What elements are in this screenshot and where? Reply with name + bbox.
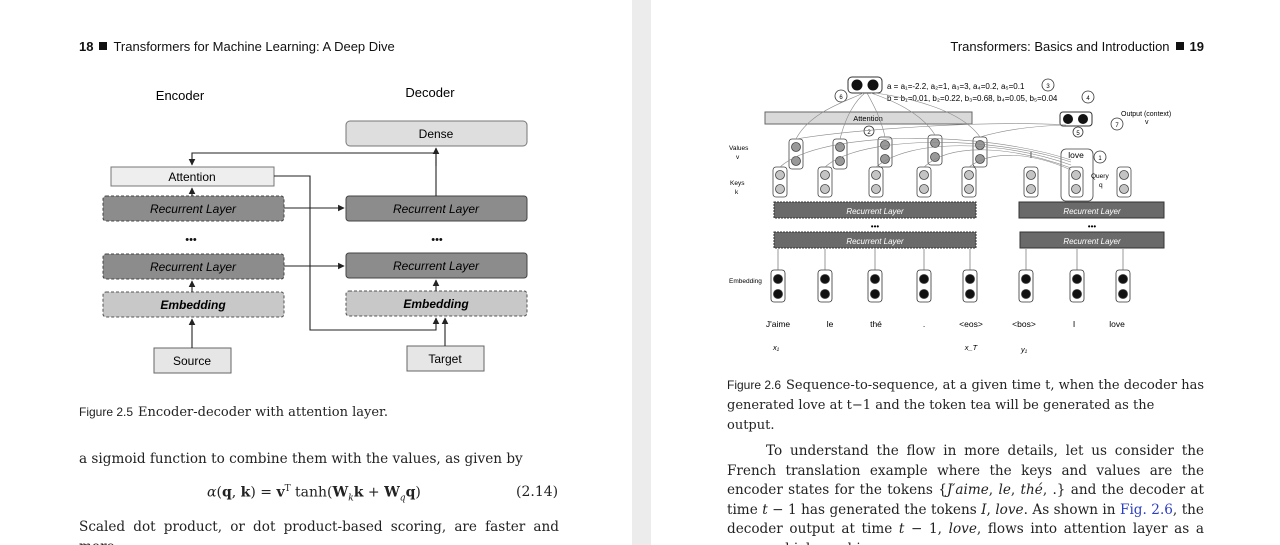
right-encoder-rnn-top-label: Recurrent Layer — [846, 207, 904, 216]
target-box — [406, 345, 485, 372]
right-decoder-rnn-top — [1018, 201, 1165, 219]
step-6: 6 — [839, 95, 843, 101]
right-page-header: Transformers: Basics and Introduction 19 — [950, 39, 1204, 54]
decoder-embedding-label: Embedding — [403, 297, 469, 311]
decoder-recurrent-layer-bottom-label: Recurrent Layer — [393, 259, 480, 273]
right-encoder-rnn-bottom-label: Recurrent Layer — [846, 237, 904, 246]
keys-symbol: k — [735, 189, 739, 196]
running-title: Transformers: Basics and Introduction — [950, 39, 1170, 54]
decoder-token-i: I — [1030, 151, 1032, 160]
decoder-recurrent-layer-bottom — [345, 252, 528, 279]
figure-2-5-caption: Figure 2.5 Encoder-decoder with attention… — [79, 402, 559, 423]
token-bos: <bos> — [1012, 319, 1036, 329]
token-eos: <eos> — [959, 319, 983, 329]
decoder-ellipsis: ••• — [431, 234, 443, 246]
a-values-line: a = a₁=-2.2, a₂=1, a₃=3, a₄=0.2, a₅=0.1 — [887, 82, 1025, 91]
source-label: Source — [173, 354, 211, 368]
figure-2-5-diagram: Encoder Decoder Dense Attention Recurren… — [102, 85, 528, 374]
token-the: thé — [870, 319, 882, 329]
right-decoder-rnn-bottom-label: Recurrent Layer — [1063, 237, 1121, 246]
step-1: 1 — [1098, 156, 1102, 162]
values-symbol: v — [736, 154, 740, 161]
decoder-token-love: love — [1068, 150, 1084, 160]
arrow-dense-attention — [188, 152, 437, 166]
encoder-recurrent-layer-top-label: Recurrent Layer — [150, 202, 237, 216]
step-7: 7 — [1115, 123, 1119, 129]
step-2: 2 — [867, 130, 871, 136]
right-decoder-rnn-top-label: Recurrent Layer — [1063, 207, 1121, 216]
embedding-label: Embedding — [729, 278, 762, 285]
figure-number: Figure 2.6 — [727, 378, 782, 392]
running-title: Transformers for Machine Learning: A Dee… — [113, 39, 395, 54]
query-symbol: q — [1099, 182, 1103, 189]
output-label: Output (context) — [1121, 111, 1171, 118]
paragraph-intro: a sigmoid function to combine them with … — [79, 451, 523, 467]
left-page: 18 Transformers for Machine Learning: A D… — [0, 0, 632, 545]
encoder-embedding-label: Embedding — [160, 298, 226, 312]
equation-number: (2.14) — [516, 484, 559, 500]
caption-text: Encoder-decoder with attention layer. — [138, 405, 388, 420]
paragraph-cut-line — [79, 537, 559, 545]
encoder-value-key-columns — [772, 134, 988, 198]
step-4: 4 — [1086, 96, 1090, 102]
page-number: 18 — [79, 39, 94, 54]
embedding-columns — [770, 269, 1131, 303]
step-1-top: 3 — [1046, 84, 1050, 90]
encoder-embedding — [102, 291, 285, 318]
arrow-attention-dec-embedding — [274, 175, 440, 331]
sub-label-y1: y₁ — [1020, 345, 1028, 354]
keys-label: Keys — [730, 180, 745, 187]
attention-label: Attention — [853, 114, 883, 123]
sub-label-xT: x_T — [964, 343, 979, 352]
values-label: Values — [729, 145, 749, 152]
equation-2-14: α(q, k) = vT tanh(Wkk + Wqq) — [207, 484, 421, 504]
paragraph-next: Scaled dot product, or dot product-based… — [79, 519, 559, 545]
attention-label: Attention — [168, 170, 215, 184]
encoder-recurrent-layer-bottom-label: Recurrent Layer — [150, 260, 237, 274]
right-decoder-rnn-bottom — [1019, 231, 1165, 249]
attention-connection-lines — [779, 92, 1072, 171]
b-values-line: b = b₁=0.01, b₂=0.22, b₃=0.68, b₄=0.05, … — [887, 94, 1058, 103]
encoder-recurrent-layer-top — [102, 195, 285, 222]
encoder-label: Encoder — [156, 88, 205, 103]
token-le: le — [827, 319, 834, 329]
query-label: Query — [1091, 173, 1109, 180]
figure-2-6-diagram: a = a₁=-2.2, a₂=1, a₃=3, a₄=0.2, a₅=0.1 … — [729, 76, 1171, 354]
right-encoder-rnn-top — [773, 201, 977, 219]
square-icon — [99, 42, 108, 50]
token-jaime: J'aime — [766, 319, 791, 329]
dense-box — [345, 120, 528, 147]
right-decoder-ellipsis: ••• — [1088, 222, 1097, 231]
figure-number: Figure 2.5 — [79, 405, 134, 419]
token-i: I — [1073, 319, 1075, 329]
caption-text: Sequence-to-sequence, at a given time t,… — [727, 378, 1204, 433]
paragraph-flow: To understand the flow in more details, … — [727, 443, 1204, 545]
decoder-columns — [1023, 148, 1132, 202]
step-5: 5 — [1076, 131, 1080, 137]
decoder-recurrent-layer-top-label: Recurrent Layer — [393, 202, 480, 216]
right-encoder-rnn-bottom — [773, 231, 977, 249]
left-page-header: 18 Transformers for Machine Learning: A D… — [79, 39, 395, 54]
encoder-ellipsis: ••• — [185, 234, 197, 246]
output-symbol: v — [1145, 119, 1149, 126]
dense-label: Dense — [419, 127, 454, 141]
page-number: 19 — [1189, 39, 1204, 54]
embedding-up-arrows — [777, 249, 1124, 270]
square-icon — [1175, 42, 1184, 50]
encoder-recurrent-layer-bottom — [102, 253, 285, 280]
sub-label-x1: x₁ — [772, 343, 780, 352]
right-encoder-ellipsis: ••• — [871, 222, 880, 231]
token-period: . — [923, 319, 925, 329]
decoder-label: Decoder — [405, 85, 455, 100]
target-label: Target — [428, 352, 462, 366]
token-love: love — [1109, 319, 1125, 329]
